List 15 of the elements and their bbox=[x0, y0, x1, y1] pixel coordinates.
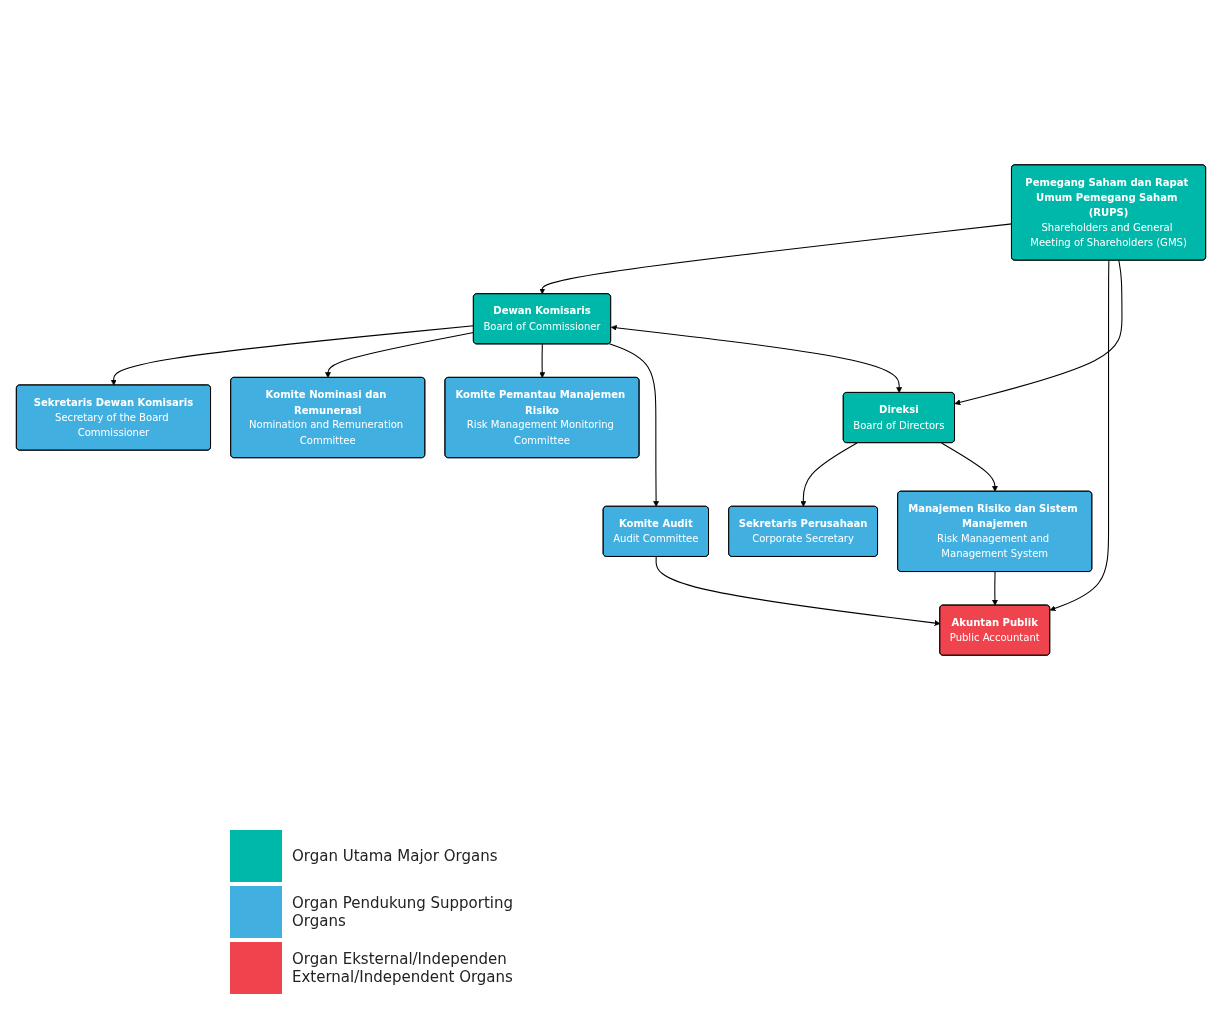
arrow bbox=[954, 259, 1122, 406]
arrow bbox=[538, 223, 1012, 295]
legend-label: Organ Utama Major Organs bbox=[292, 847, 498, 865]
arrow bbox=[799, 442, 857, 507]
arrow bbox=[324, 331, 474, 378]
legend-label: Organ Pendukung Supporting Organs bbox=[292, 894, 514, 930]
arrow bbox=[991, 571, 998, 606]
arrow bbox=[1049, 259, 1109, 612]
arrow bbox=[110, 325, 474, 386]
legend-label: Organ Eksternal/Independen External/Independent Organs bbox=[292, 950, 514, 986]
arrow bbox=[940, 442, 998, 492]
arrow bbox=[610, 324, 902, 394]
arrow bbox=[538, 343, 545, 378]
arrow bbox=[655, 556, 940, 626]
arrow bbox=[608, 343, 659, 507]
